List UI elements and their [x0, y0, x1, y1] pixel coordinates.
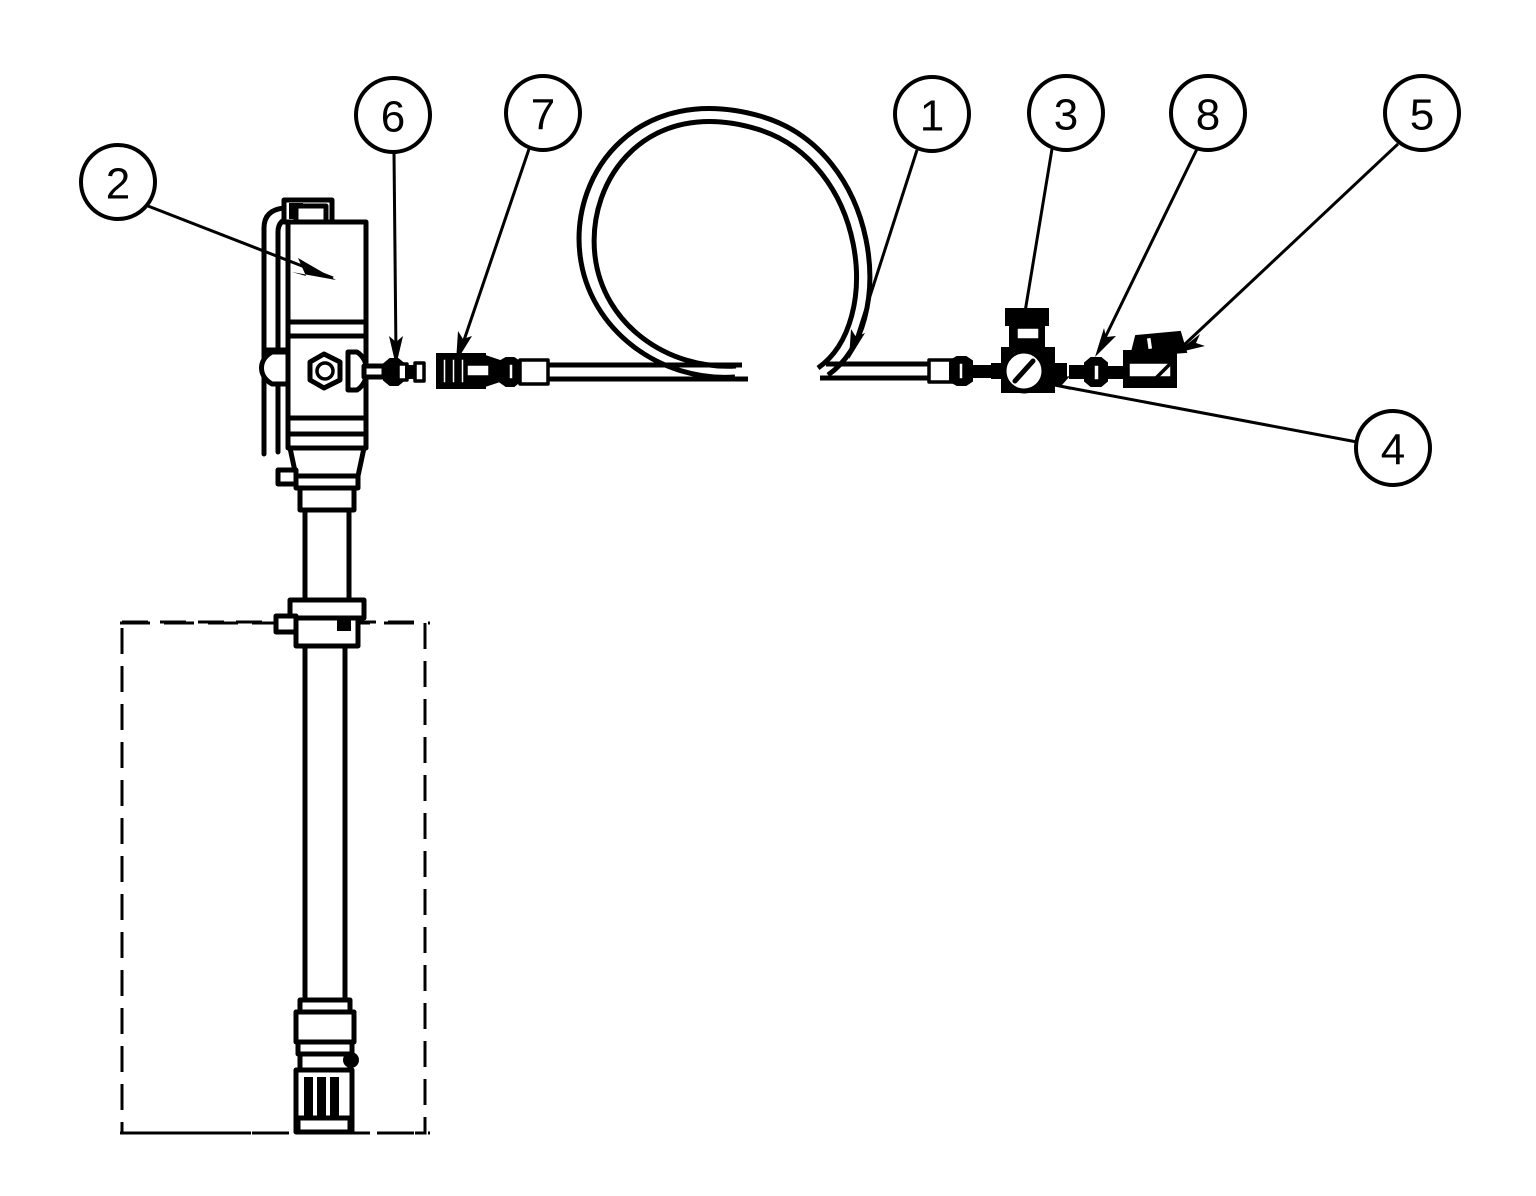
pump-tube-collar-mid: [297, 485, 357, 513]
quick-disconnect-coupler: [1123, 330, 1188, 388]
callout-balloon-7[interactable]: 7: [504, 74, 582, 152]
callout-balloons: 2 6 7 1 3 8 5: [79, 74, 1461, 487]
pump-drain-port: [275, 467, 299, 487]
pump-lower-coupling-body: [293, 1009, 357, 1045]
hose-right-ferrule: [927, 356, 995, 386]
pump-lower-cone: [287, 445, 367, 479]
leader-7: [458, 148, 531, 353]
pump-bung-ring: [287, 597, 367, 621]
pump-bung-set-screw: [337, 619, 351, 631]
callout-balloon-5[interactable]: 5: [1383, 74, 1461, 152]
hose-right-ferrule-stem: [969, 365, 995, 378]
leader-3: [1023, 148, 1054, 313]
optional-scope-boundary: [120, 620, 427, 1135]
centerline-group: [120, 621, 430, 1135]
pump-hex-bore: [315, 361, 335, 381]
callout-circle-2[interactable]: [79, 143, 157, 221]
swivel-coupling: [436, 353, 504, 389]
callout-label-1: 1: [920, 92, 944, 141]
pump-bung-side-lug: [273, 613, 299, 635]
strainer-slot: [330, 1077, 339, 1119]
leader-1: [851, 149, 919, 350]
arrowhead-6: [389, 336, 403, 366]
hose-left-ferrule-sleeve: [518, 358, 550, 386]
swivel7-rib: [440, 356, 449, 386]
coiled-hose: [512, 106, 938, 382]
coiled-hose-outer-wall: [576, 106, 873, 380]
nipple6-collar: [413, 361, 426, 383]
callout-circle-3[interactable]: [1027, 74, 1105, 152]
callout-label-5: 5: [1410, 91, 1434, 140]
coupler-top-edge-line: [1158, 334, 1166, 354]
leader-4: [1048, 382, 1358, 444]
regulator-outlet-stub: [1051, 363, 1067, 379]
strainer-slot: [317, 1077, 326, 1119]
nipple-fitting-small: [383, 358, 426, 386]
scope-boundary-group: [120, 620, 427, 1135]
pump-motor-body: [259, 197, 387, 1135]
pressure-regulator: [991, 308, 1067, 394]
pump-outlet-stem: [361, 363, 387, 380]
leader-5: [1182, 142, 1400, 347]
hose-right-ferrule-band: [956, 360, 966, 382]
arrowhead-7: [456, 331, 472, 362]
nipple8-stem-left: [1069, 365, 1085, 379]
callout-balloon-2[interactable]: 2: [79, 143, 157, 221]
callout-label-6: 6: [381, 93, 405, 142]
arrowhead-1: [849, 329, 865, 359]
swivel7-ribs: [440, 356, 467, 386]
strainer-slot: [304, 1077, 313, 1119]
callout-circle-7[interactable]: [504, 74, 582, 152]
nipple8-band: [1091, 362, 1102, 383]
callout-leaders: [147, 142, 1400, 444]
hose-left-ferrule: [498, 357, 550, 387]
arrowhead-8: [1095, 328, 1116, 357]
arrowhead-4: [1038, 376, 1071, 390]
callout-balloon-3[interactable]: 3: [1027, 74, 1105, 152]
callout-circle-1[interactable]: [893, 75, 971, 153]
callout-balloon-1[interactable]: 1: [893, 75, 971, 153]
callout-balloon-8[interactable]: 8: [1169, 74, 1247, 152]
callout-label-8: 8: [1196, 91, 1220, 140]
pump-suction-tube-upper: [302, 507, 352, 603]
callout-label-7: 7: [531, 91, 555, 140]
pump-foot-strainer-base: [295, 1115, 353, 1135]
regulator-bonnet-tick: [1028, 319, 1041, 326]
nipple8-stem-right: [1105, 366, 1125, 379]
swivel7-sleeve: [464, 362, 492, 379]
swivel7-rib: [449, 356, 458, 386]
callout-circle-4[interactable]: [1354, 409, 1432, 487]
leader-8: [1098, 148, 1199, 349]
callout-circle-6[interactable]: [354, 76, 432, 154]
callout-circle-8[interactable]: [1169, 74, 1247, 152]
arrowhead-2: [292, 258, 336, 280]
callout-label-2: 2: [106, 160, 130, 209]
callout-circle-5[interactable]: [1383, 74, 1461, 152]
regulator-adjust-knob-slot: [1012, 358, 1036, 384]
pump-motor-housing: [285, 219, 369, 325]
regulator-bonnet-window: [1014, 325, 1042, 342]
callout-label-3: 3: [1054, 91, 1078, 140]
leader-6: [392, 151, 398, 356]
coupler-release-sleeve: [1143, 334, 1156, 353]
coupler-bevel-line: [1153, 360, 1174, 381]
pump-suction-tube-lower: [302, 643, 348, 1003]
pump-foot-strainer-slots: [304, 1077, 339, 1119]
callout-balloon-4[interactable]: 4: [1354, 409, 1432, 487]
callout-label-4: 4: [1381, 426, 1405, 475]
pump-foot-valve-pin: [343, 1052, 359, 1068]
hose-left-ferrule-band: [506, 361, 516, 382]
coiled-hose-inner-wall: [591, 119, 859, 371]
pump-left-lug-round: [259, 349, 291, 387]
arrowhead-5: [1176, 334, 1205, 353]
nipple-fitting-right: [1069, 357, 1125, 387]
callout-balloon-6[interactable]: 6: [354, 76, 432, 154]
